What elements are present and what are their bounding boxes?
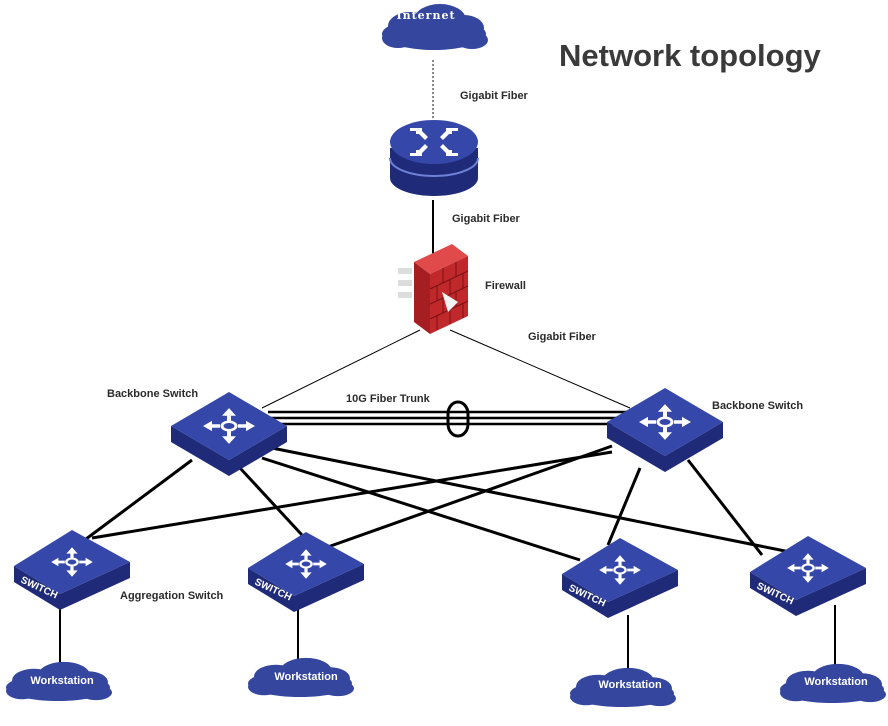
aggregation-switch-3: SWITCH (562, 538, 678, 618)
backbone-switch-right-label: Backbone Switch (712, 400, 803, 412)
gigabit-fiber-label-mid: Gigabit Fiber (452, 213, 521, 225)
diagram-title: Network topology (559, 38, 822, 73)
firewall-right-backbone-link (449, 329, 631, 409)
bb-left-agg3 (261, 456, 581, 562)
backbone-switch-left-label: Backbone Switch (107, 388, 198, 400)
aggregation-switch-label: Aggregation Switch (120, 590, 224, 602)
aggregation-switch-1: SWITCH (14, 530, 130, 610)
aggregation-switch-2: SWITCH (248, 532, 364, 612)
bb-left-agg1 (81, 458, 193, 544)
firewall-left-backbone-link (261, 329, 421, 409)
firewall-label: Firewall (485, 280, 526, 292)
bb-right-agg2 (324, 444, 613, 550)
bb-left-agg2 (238, 466, 304, 537)
backbone-switch-left (171, 392, 287, 476)
workstation-label-1: Workstation (30, 675, 94, 687)
gigabit-fiber-label-top: Gigabit Fiber (460, 90, 529, 102)
router-icon (389, 120, 479, 196)
internet-label: Internet (396, 9, 455, 22)
workstation-label-2: Workstation (274, 671, 338, 683)
workstation-label-3: Workstation (598, 679, 662, 691)
workstation-label-4: Workstation (804, 676, 868, 688)
trunk-bundle-ring (446, 400, 470, 438)
bb-right-agg4 (686, 459, 764, 556)
firewall-icon (398, 244, 469, 334)
bb-left-agg4 (271, 446, 791, 554)
gigabit-fiber-label-lower: Gigabit Fiber (528, 331, 597, 343)
trunk-label: 10G Fiber Trunk (346, 393, 431, 405)
backbone-switch-right (607, 388, 723, 472)
bb-right-agg3 (606, 467, 642, 546)
bb-right-agg1 (91, 450, 613, 540)
